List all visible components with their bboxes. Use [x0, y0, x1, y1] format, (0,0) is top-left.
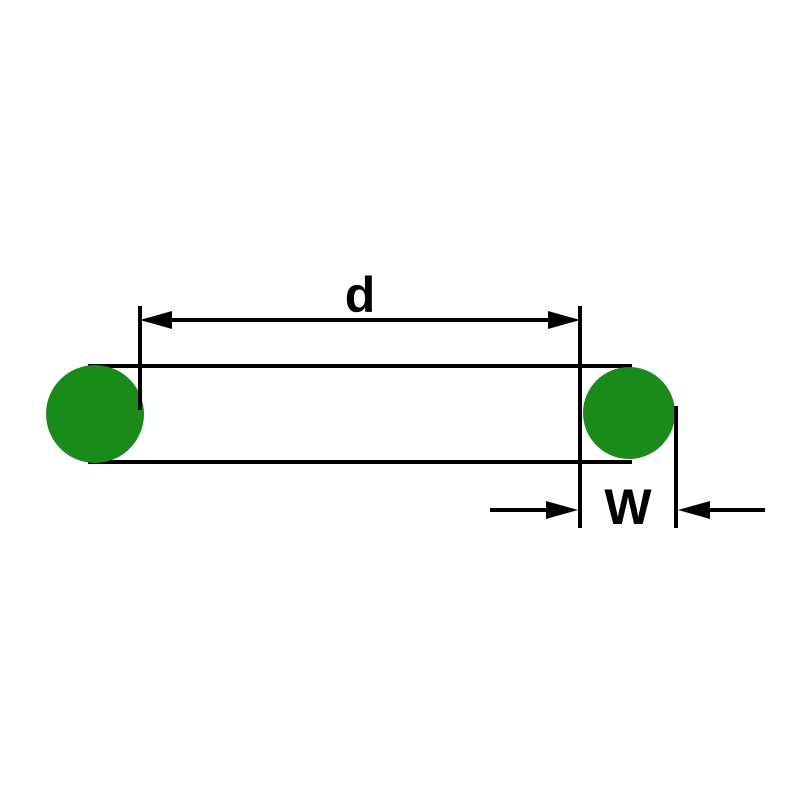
- dim-d-arrowhead-left: [140, 311, 172, 329]
- dimension-label-w: W: [604, 479, 652, 535]
- dim-w-arrowhead-left: [546, 501, 578, 519]
- dim-d-arrowhead-right: [548, 311, 580, 329]
- dim-w-arrowhead-right: [678, 501, 710, 519]
- dimension-label-d: d: [345, 267, 376, 323]
- oring-cross-section-left: [46, 365, 144, 463]
- oring-cross-section-right: [583, 367, 675, 459]
